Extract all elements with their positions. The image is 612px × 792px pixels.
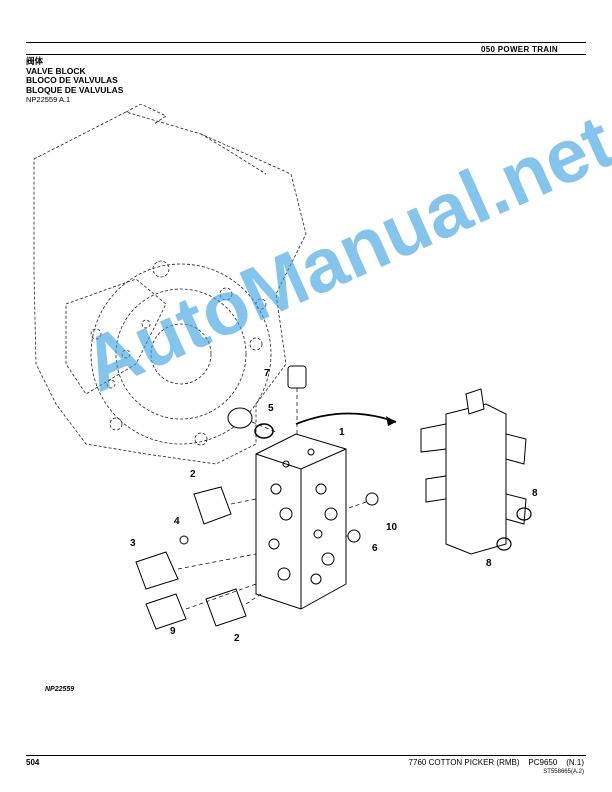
section-title: 050 POWER TRAIN [481,45,558,54]
callout-6: 6 [372,543,378,554]
valve-block [255,433,347,610]
components [135,365,379,630]
callout-9: 9 [170,626,176,637]
title-chinese: 阀体 [26,56,44,66]
title-block: 阀体 VALVE BLOCK BLOCO DE VALVULAS BLOQUE … [26,56,124,95]
callout-5: 5 [268,403,274,414]
footer-rule [26,755,586,756]
callout-3: 3 [130,538,136,549]
figure-reference: NP22559 A.1 [26,95,71,104]
figure-label: NP22559 [45,686,75,693]
callout-8a: 8 [532,488,538,499]
callout-2b: 2 [234,633,240,644]
transmission-housing [33,104,307,465]
callouts: 1 2 2 3 4 5 6 7 8 8 9 10 [130,368,538,644]
header-rule [26,42,586,43]
callout-8b: 8 [486,558,492,569]
callout-2a: 2 [190,469,196,480]
title-portuguese: BLOCO DE VALVULAS [26,75,118,85]
assembled-view [420,388,527,555]
arrow [295,412,397,425]
callout-10: 10 [386,522,398,533]
title-spanish: BLOQUE DE VALVULAS [26,84,124,95]
callout-7: 7 [264,368,270,379]
valve-block-illustration: 1 2 2 3 4 5 6 7 8 8 9 10 [33,104,538,644]
footer-model: 7760 COTTON PICKER (RMB) PC9650 (N.1) [408,758,584,767]
page-number: 504 [26,758,40,767]
callout-1: 1 [339,427,345,438]
header-rule-2 [26,54,586,55]
title-english: VALVE BLOCK [26,65,86,76]
footer-code: ST558665(A.2) [543,769,584,775]
callout-4: 4 [174,516,180,527]
